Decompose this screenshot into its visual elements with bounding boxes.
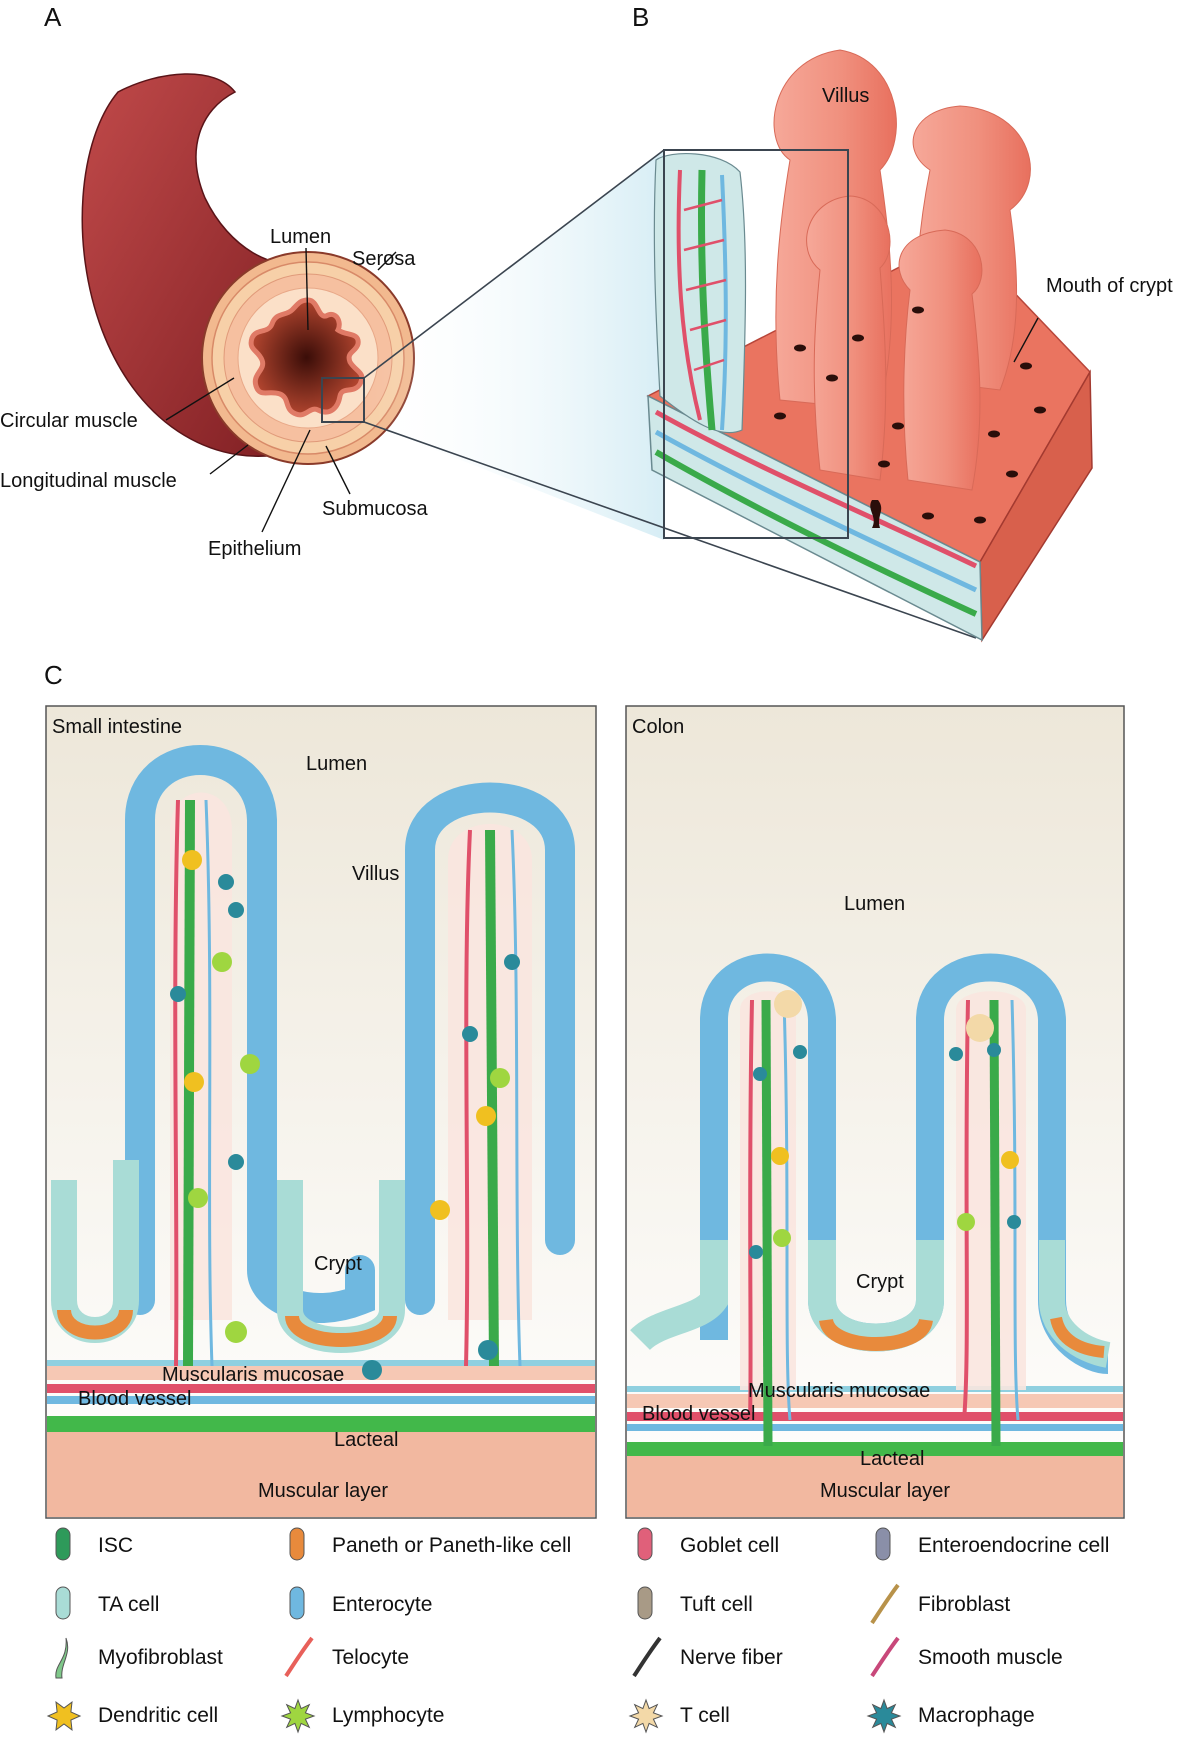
legend-label: Myofibroblast xyxy=(98,1646,223,1669)
muscularis-mucosae-si xyxy=(47,1360,595,1366)
smooth-muscle-icon: Smooth muscle xyxy=(870,1636,1063,1678)
nerve-fiber-icon: Nerve fiber xyxy=(632,1636,783,1678)
enterocyte-icon: Enterocyte xyxy=(289,1586,432,1620)
si-villus-left xyxy=(125,745,375,1323)
macrophage-icon: Macrophage xyxy=(866,1698,1035,1734)
colon-blood-vessel-label: Blood vessel xyxy=(642,1403,755,1425)
si-muscular-layer-label: Muscular layer xyxy=(258,1480,388,1502)
panel-a-letter: A xyxy=(44,2,62,32)
label-longitudinal-muscle: Longitudinal muscle xyxy=(0,470,177,492)
small-intestine-panel: Small intestine Lumen Villus Crypt Muscu… xyxy=(45,705,597,1519)
myofibroblast-icon: Myofibroblast xyxy=(55,1637,223,1679)
legend-label: Telocyte xyxy=(332,1646,409,1669)
enteroendocrine-cell-icon: Enteroendocrine cell xyxy=(875,1527,1109,1561)
label-mouth-of-crypt: Mouth of crypt xyxy=(1046,275,1173,297)
si-blood-vessel-label: Blood vessel xyxy=(78,1388,191,1410)
leader-lines-a xyxy=(165,247,397,533)
si-muscularis-mucosae-label: Muscularis mucosae xyxy=(162,1364,344,1386)
muscular-layer-si xyxy=(47,1420,595,1517)
si-lumen-label: Lumen xyxy=(306,753,367,775)
zoom-frame xyxy=(663,149,849,539)
legend: ISC Paneth or Paneth-like cell Goblet cell… xyxy=(46,1527,1109,1734)
colon-muscularis-mucosae-label: Muscularis mucosae xyxy=(748,1380,930,1402)
legend-label: ISC xyxy=(98,1534,133,1557)
tuft-cell-icon: Tuft cell xyxy=(637,1586,753,1620)
legend-label: Enteroendocrine cell xyxy=(918,1534,1109,1557)
label-submucosa: Submucosa xyxy=(322,498,428,520)
colon-muscular-layer-label: Muscular layer xyxy=(820,1480,950,1502)
isc-icon: ISC xyxy=(55,1527,133,1561)
muscular-layer-colon xyxy=(627,1446,1123,1517)
legend-label: Enterocyte xyxy=(332,1593,432,1616)
colon-crypt-label: Crypt xyxy=(856,1271,904,1293)
muscularis-mucosae-colon xyxy=(627,1386,1123,1392)
lacteal-si xyxy=(47,1416,595,1432)
colon-panel: Colon Lumen Crypt Muscularis mucosae Blo… xyxy=(625,705,1125,1519)
telocyte-icon: Telocyte xyxy=(284,1636,409,1678)
panel-c-letter: C xyxy=(44,660,63,690)
label-circular-muscle: Circular muscle xyxy=(0,410,138,432)
dendritic-cell-icon: Dendritic cell xyxy=(46,1701,218,1731)
fibroblast-icon: Fibroblast xyxy=(870,1583,1010,1625)
legend-label: Dendritic cell xyxy=(98,1704,218,1727)
panel-b: B xyxy=(363,2,1173,643)
legend-label: TA cell xyxy=(98,1593,159,1616)
si-lacteal-label: Lacteal xyxy=(334,1429,399,1451)
si-crypt-label: Crypt xyxy=(314,1253,362,1275)
legend-label: Goblet cell xyxy=(680,1534,779,1557)
ta-cell-icon: TA cell xyxy=(55,1586,159,1620)
villus-cutaway xyxy=(653,152,747,434)
label-villus-b: Villus xyxy=(822,85,869,107)
label-epithelium: Epithelium xyxy=(208,538,301,560)
paneth-cell-icon: Paneth or Paneth-like cell xyxy=(289,1527,571,1561)
blood-vessel-si xyxy=(47,1384,595,1393)
legend-label: Tuft cell xyxy=(680,1593,753,1616)
panel-b-letter: B xyxy=(632,2,649,32)
colon-lacteal-label: Lacteal xyxy=(860,1448,925,1470)
legend-label: Smooth muscle xyxy=(918,1646,1063,1669)
si-villus-label: Villus xyxy=(352,863,399,885)
legend-label: Paneth or Paneth-like cell xyxy=(332,1534,571,1557)
lymphocyte-icon: Lymphocyte xyxy=(280,1698,444,1734)
lumen-folds xyxy=(248,297,365,418)
crypt-mouths xyxy=(694,306,1046,528)
si-title: Small intestine xyxy=(52,716,182,738)
si-immune-cells xyxy=(170,850,520,1380)
legend-label: Nerve fiber xyxy=(680,1646,783,1669)
colon-immune-cells xyxy=(749,990,1021,1259)
colon-lumen-label: Lumen xyxy=(844,893,905,915)
blood-vessel-colon xyxy=(627,1412,1123,1421)
legend-label: Fibroblast xyxy=(918,1593,1010,1616)
legend-label: Lymphocyte xyxy=(332,1704,444,1727)
t-cell-icon: T cell xyxy=(628,1698,730,1734)
legend-label: Macrophage xyxy=(918,1704,1035,1727)
panel-a: A Lumen Serosa Circular muscle Longitudi… xyxy=(0,2,428,560)
zoom-projection xyxy=(364,150,664,540)
goblet-cell-icon: Goblet cell xyxy=(637,1527,779,1561)
label-serosa: Serosa xyxy=(352,248,416,270)
cross-section xyxy=(201,251,415,465)
legend-label: T cell xyxy=(680,1704,730,1727)
colon-title: Colon xyxy=(632,716,684,738)
si-villus-right xyxy=(405,782,575,1315)
panel-c: C xyxy=(44,660,1125,1519)
label-lumen-a: Lumen xyxy=(270,226,331,248)
